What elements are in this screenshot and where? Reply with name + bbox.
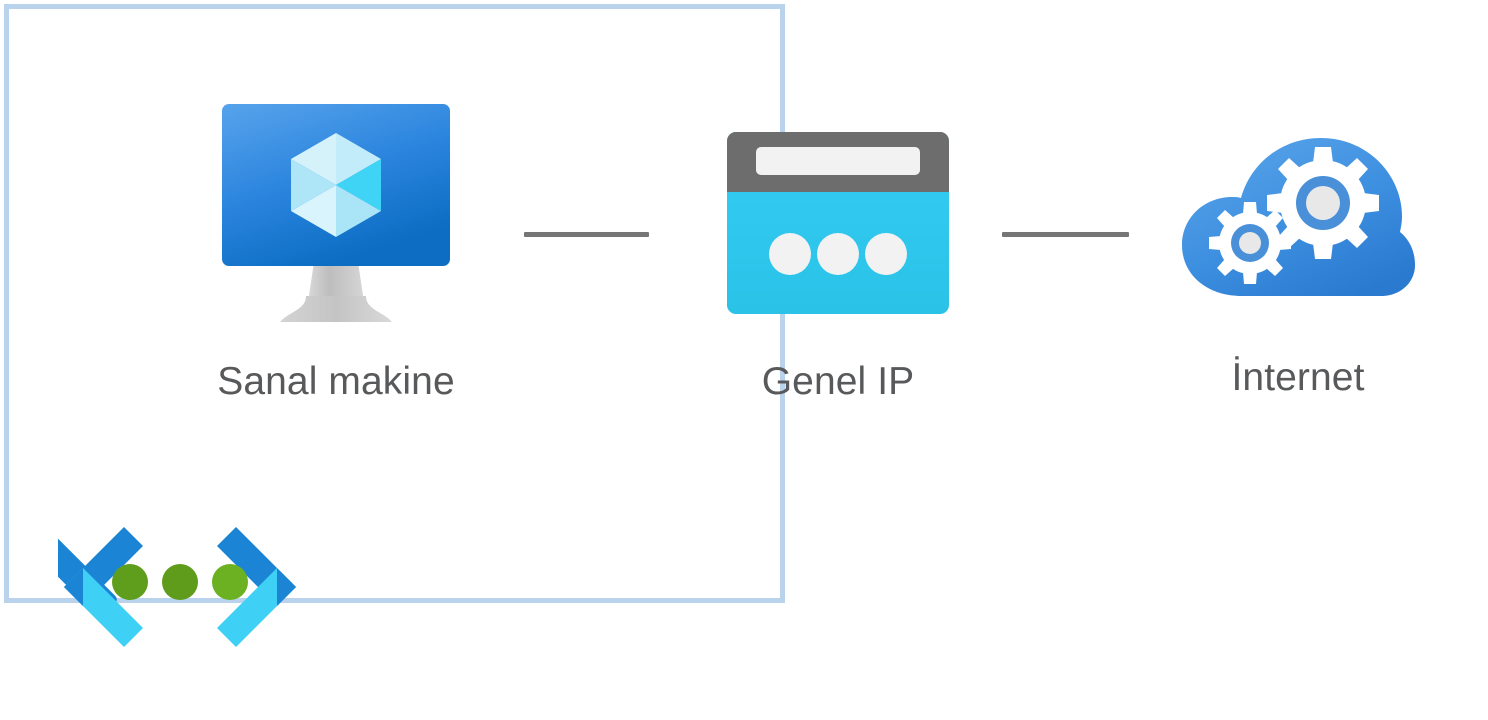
node-label-virtual-machine: Sanal makine [217, 360, 455, 403]
connector-ip-to-internet [1002, 232, 1129, 237]
node-label-internet: İnternet [1231, 356, 1365, 399]
node-label-public-ip: Genel IP [761, 360, 915, 403]
internet-cloud-icon [1178, 118, 1418, 310]
node-virtual-machine[interactable]: Sanal makine [150, 96, 522, 401]
node-internet[interactable]: İnternet [1155, 118, 1441, 397]
public-ip-icon [725, 120, 951, 316]
node-public-ip[interactable]: Genel IP [700, 120, 976, 401]
code-brackets-icon [18, 518, 302, 679]
connector-vm-to-ip [524, 232, 649, 237]
virtual-machine-icon [218, 96, 454, 332]
